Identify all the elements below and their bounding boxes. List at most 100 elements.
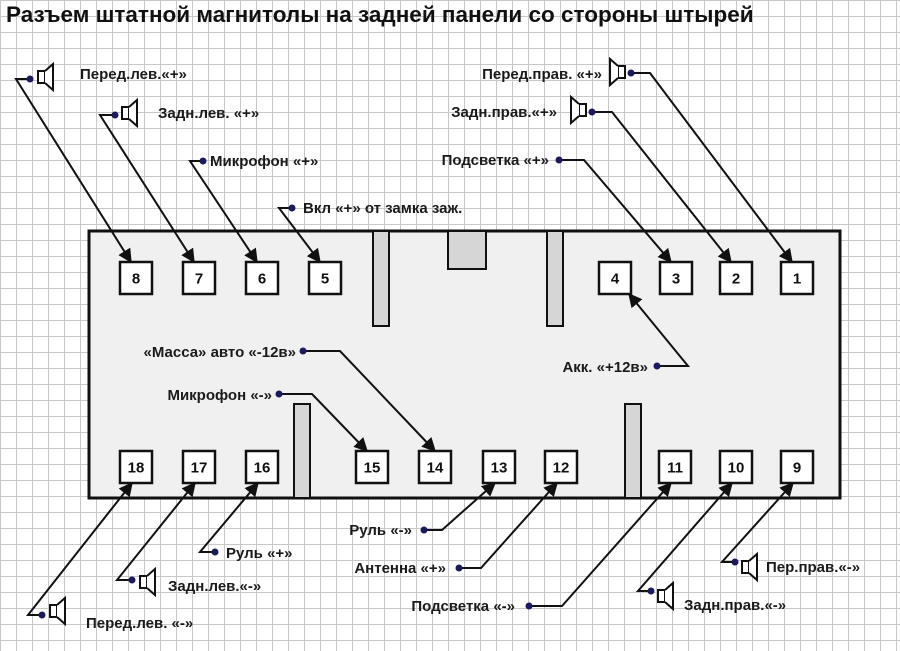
pin-number: 1 [793,271,801,288]
pin-number: 17 [191,460,208,477]
pin-number: 6 [258,271,266,288]
connection-dot-icon [653,362,661,370]
label-backlight-minus: Подсветка «-» [411,598,515,615]
label-rear-left-minus: Задн.лев.«-» [168,578,261,595]
wire-pin-18 [25,481,133,616]
pin-number: 18 [128,460,145,477]
label-mic-plus: Микрофон «+» [210,153,318,170]
connector-key-top-left [372,230,390,327]
label-rear-right-plus: Задн.прав.«+» [451,104,557,121]
wire-pin-14 [303,350,436,453]
wire-pin-3 [559,159,672,264]
connection-dot-icon [731,558,739,566]
speaker-icon [741,553,758,581]
pin-number: 5 [321,271,329,288]
pin-number: 7 [195,271,203,288]
wire-pin-5 [276,207,321,264]
pin-6: 6 [244,260,280,296]
pin-number: 2 [732,271,740,288]
pin-15: 15 [354,449,390,485]
connection-dot-icon [299,347,307,355]
connection-dot-icon [26,75,34,83]
wire-pin-6 [188,160,258,264]
diagram-title: Разъем штатной магнитолы на задней панел… [6,2,754,27]
connector-key-bottom-right [624,403,642,499]
label-ign-plus: Вкл «+» от замка заж. [303,200,462,217]
wire-pin-4 [628,292,691,367]
label-mic-minus: Микрофон «-» [167,387,272,404]
wire-pin-2 [592,111,732,264]
connector-key-top-center [447,230,487,270]
label-wheel-minus: Руль «-» [349,522,412,539]
label-battery-plus: Акк. «+12в» [562,359,648,376]
wire-pin-13 [424,482,497,531]
label-wheel-plus: Руль «+» [226,545,293,562]
label-rear-left-plus: Задн.лев. «+» [158,105,259,122]
pin-1: 1 [779,260,815,296]
pin-2: 2 [718,260,754,296]
pin-3: 3 [658,260,694,296]
label-ground: «Масса» авто «-12в» [143,344,296,361]
connection-dot-icon [211,548,219,556]
pin-7: 7 [181,260,217,296]
label-front-left-plus: Перед.лев.«+» [80,66,187,83]
connection-dot-icon [420,526,428,534]
pin-9: 9 [779,449,815,485]
connection-dot-icon [455,564,463,572]
pin-5: 5 [307,260,343,296]
pin-number: 4 [611,271,620,288]
pin-17: 17 [181,449,217,485]
pin-number: 16 [254,460,271,477]
label-antenna-plus: Антенна «+» [354,560,446,577]
pin-4: 4 [597,260,633,296]
wire-pin-10 [635,481,733,592]
connection-dot-icon [627,69,635,77]
connection-dot-icon [647,587,655,595]
pin-12: 12 [543,449,579,485]
pin-number: 12 [553,460,570,477]
speaker-icon [121,99,138,127]
pin-14: 14 [417,449,453,485]
label-front-left-minus: Перед.лев. «-» [86,615,193,632]
pin-number: 13 [491,460,508,477]
wire-pin-16 [197,481,259,553]
pin-number: 14 [427,460,444,477]
pin-number: 3 [672,271,680,288]
pin-number: 11 [667,460,683,477]
connection-dot-icon [555,156,563,164]
pin-11: 11 [657,449,693,485]
pin-10: 10 [718,449,754,485]
wire-pin-17 [114,481,196,581]
connector-key-bottom-left [293,403,311,499]
pin-number: 15 [364,460,381,477]
wire-pin-12 [459,481,558,569]
connection-dot-icon [525,602,533,610]
speaker-icon [609,58,626,86]
wire-pin-1 [631,72,793,264]
label-backlight-plus: Подсветка «+» [442,152,549,169]
pin-number: 9 [793,460,801,477]
wire-pin-9 [719,481,794,563]
label-front-right-minus: Пер.прав.«-» [766,559,860,576]
pin-18: 18 [118,449,154,485]
connection-dot-icon [288,204,296,212]
pin-number: 8 [132,271,140,288]
speaker-icon [139,568,156,596]
connection-dot-icon [199,157,207,165]
wire-pin-11 [529,481,672,607]
label-front-right-plus: Перед.прав. «+» [482,66,602,83]
wire-pin-8 [14,78,132,264]
speaker-icon [657,582,674,610]
pin-8: 8 [118,260,154,296]
label-rear-right-minus: Задн.прав.«-» [684,597,786,614]
connection-dot-icon [111,111,119,119]
connection-dot-icon [128,576,136,584]
pin-number: 10 [728,460,745,477]
pin-16: 16 [244,449,280,485]
speaker-icon [37,63,54,91]
speaker-icon [49,597,66,625]
connector-key-top-right [546,230,564,327]
pin-13: 13 [481,449,517,485]
speaker-icon [570,96,587,124]
